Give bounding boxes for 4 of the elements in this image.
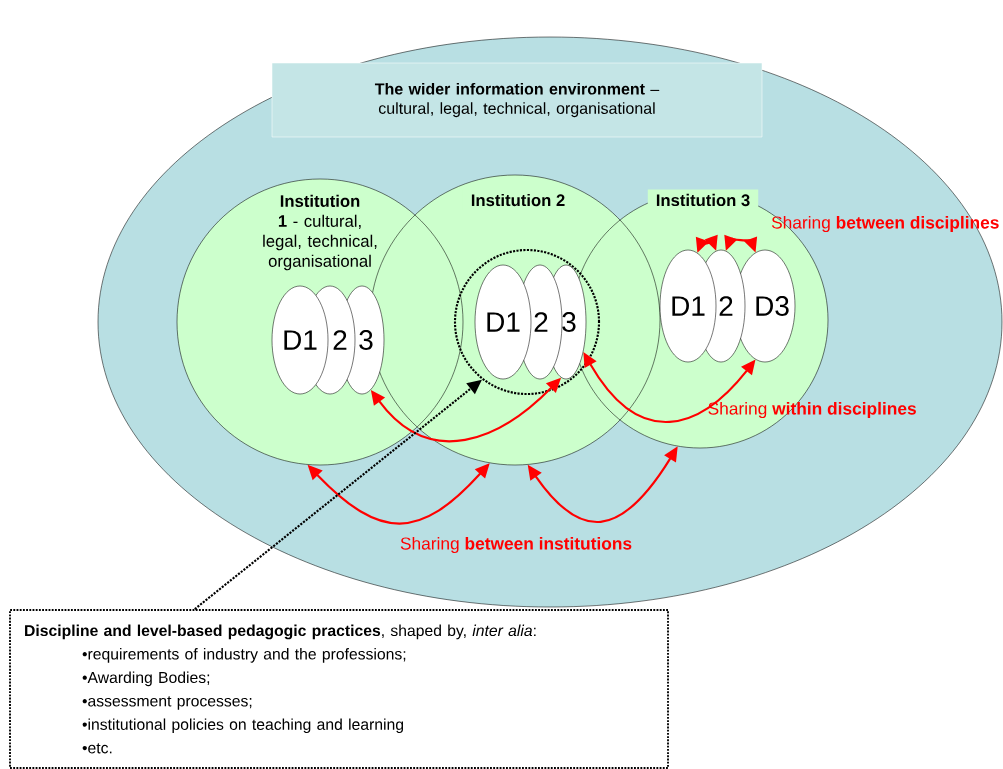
practices-box: Discipline and level-based pedagogic practices, shaped by, inter alia: •requirements of industry and the professions; •Awarding Bodies; •assessment processes; •institutional policies on teaching and learning •etc. — [9, 609, 669, 769]
sharing-label: Sharing between institutions — [400, 536, 632, 554]
title-box: The wider information environment – cultural, legal, technical, organisational — [271, 62, 763, 138]
dotted-circle — [453, 248, 601, 396]
